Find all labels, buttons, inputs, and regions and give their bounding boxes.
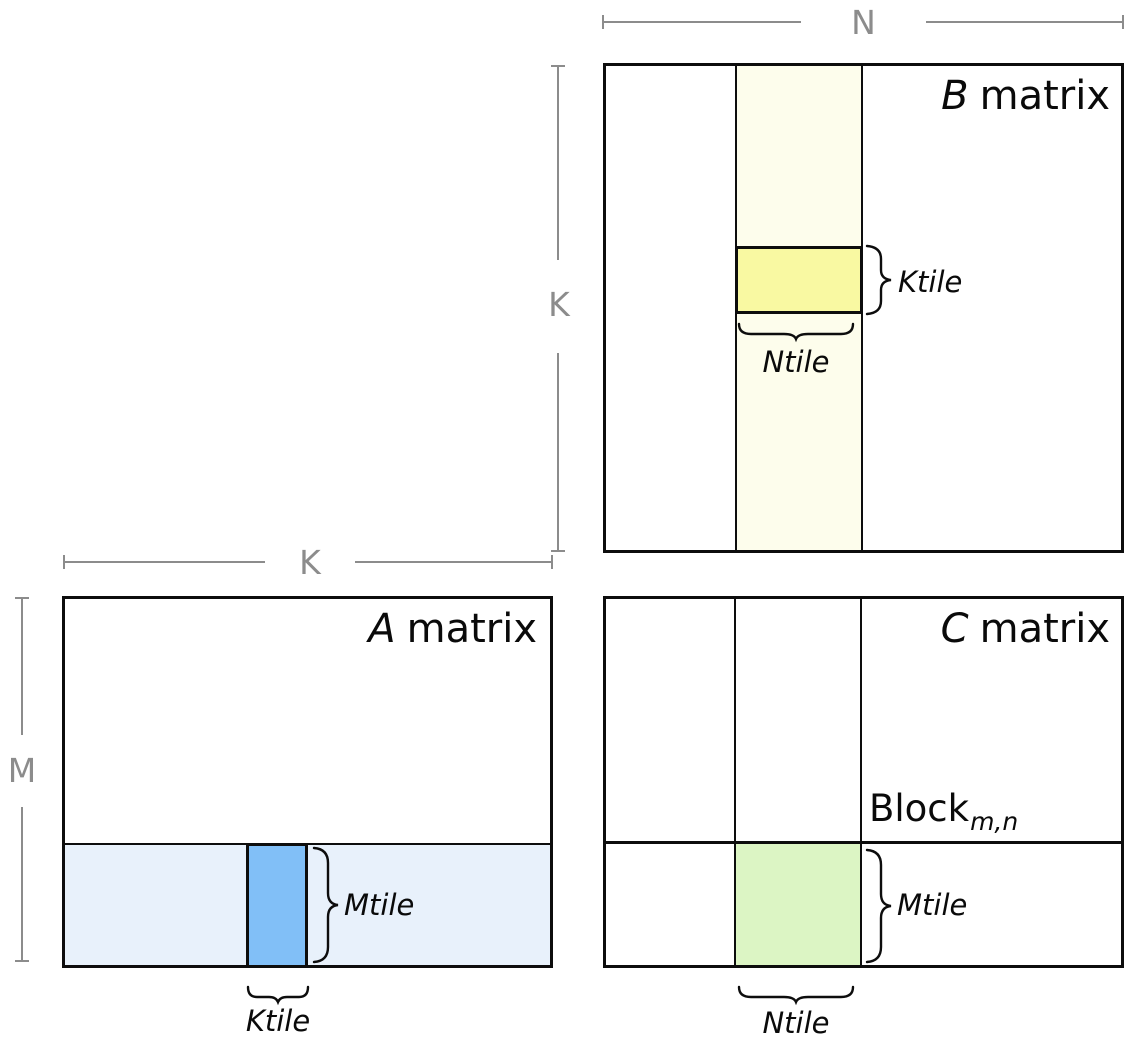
block-mn-label: Blockm,n [869, 790, 1018, 834]
c-inner-vline-left [734, 596, 736, 968]
c-ntile-underbrace [737, 985, 855, 1006]
a-matrix-letter: A [368, 606, 396, 652]
k-dim-a-label: K [299, 543, 321, 582]
m-dim-line-bottom [21, 807, 23, 962]
b-ktile-brace [865, 244, 892, 316]
k-dim-a-line-left [64, 561, 265, 563]
c-mtile-label: Mtile [897, 888, 968, 922]
a-ktile-label: Ktile [245, 1004, 311, 1038]
c-matrix-box [603, 596, 1124, 968]
b-matrix-letter: B [941, 73, 969, 119]
b-ntile-underbrace [737, 322, 855, 343]
n-dim-tick-left [602, 15, 604, 29]
m-dim-line-top [21, 598, 23, 735]
k-dim-a-line-right [355, 561, 553, 563]
b-ktile-label: Ktile [898, 265, 963, 299]
b-matrix-word: matrix [979, 73, 1110, 119]
k-dim-b-line-bottom [557, 353, 559, 552]
n-dim-line-right [926, 21, 1124, 23]
k-dim-b-tick-top [551, 65, 565, 67]
c-ntile-label: Ntile [762, 1006, 830, 1040]
block-word: Block [869, 787, 970, 830]
n-dim-label: N [851, 3, 876, 42]
a-matrix-box [62, 596, 553, 968]
block-subscript: m,n [970, 807, 1019, 836]
c-matrix-letter: C [940, 606, 969, 652]
m-dim-tick-bottom [15, 960, 29, 962]
k-dim-b-line-top [557, 66, 559, 260]
a-ktile-underbrace [246, 985, 310, 1006]
m-dim-tick-top [15, 597, 29, 599]
c-inner-hline [603, 841, 1124, 844]
k-dim-a-tick-right [551, 555, 553, 569]
b-ntile-label: Ntile [762, 345, 830, 379]
m-dim-label: M [7, 751, 37, 790]
k-dim-a-tick-left [63, 555, 65, 569]
k-dim-b-label: K [548, 285, 570, 324]
a-matrix-word: matrix [406, 606, 537, 652]
n-dim-tick-right [1122, 15, 1124, 29]
c-inner-vline-right [860, 596, 862, 968]
n-dim-line-left [603, 21, 801, 23]
b-ktile-ntile-tile [735, 246, 863, 314]
b-matrix-box [603, 63, 1124, 553]
a-mtile-label: Mtile [344, 888, 415, 922]
c-matrix-word: matrix [979, 606, 1110, 652]
c-mtile-brace [865, 848, 892, 964]
k-dim-b-tick-bottom [551, 550, 565, 552]
a-mtile-brace [312, 846, 339, 964]
